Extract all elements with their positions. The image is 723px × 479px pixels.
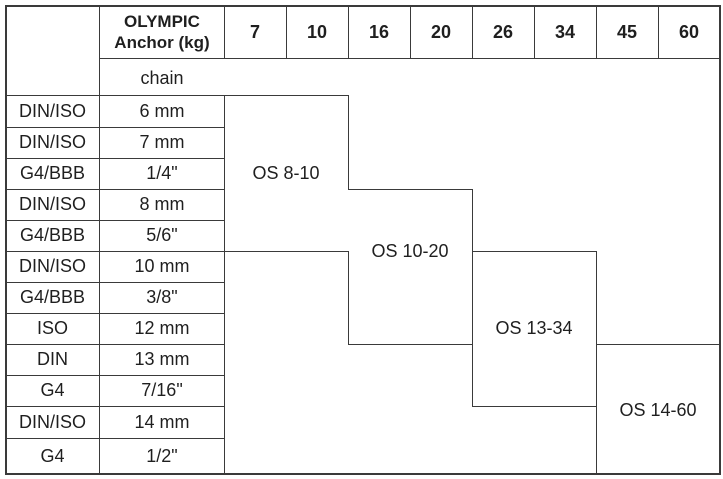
row-standard: DIN/ISO: [18, 411, 86, 432]
weight-header-45: 45: [616, 21, 638, 42]
col-divider: [410, 5, 411, 59]
model-label-os-10-20: OS 10-20: [371, 241, 449, 261]
row-divider: [5, 220, 224, 221]
chain-row-line: [5, 95, 348, 96]
row-divider: [5, 251, 224, 252]
weight-header-10: 10: [306, 21, 328, 42]
region-line: [596, 251, 597, 475]
row-size: 7/16": [141, 380, 183, 400]
row-size: 1/4": [146, 163, 178, 183]
row-divider: [5, 406, 224, 407]
region-line: [472, 251, 596, 252]
region-line: [472, 406, 596, 407]
row-divider: [5, 438, 224, 439]
region-line: [348, 251, 349, 344]
row-standard: DIN/ISO: [18, 132, 86, 152]
row-standard: G4: [40, 380, 65, 400]
row-standard: DIN/ISO: [18, 256, 86, 276]
region-line: [224, 95, 225, 475]
row-size: 12 mm: [134, 318, 190, 338]
model-label-os-14-60: OS 14-60: [619, 400, 697, 420]
row-size: 7 mm: [139, 132, 185, 152]
weight-header-26: 26: [492, 21, 514, 42]
row-standard: DIN: [37, 349, 68, 369]
row-divider: [5, 189, 224, 190]
weight-header-7: 7: [249, 21, 260, 42]
row-standard: ISO: [36, 318, 68, 338]
row-standard: DIN/ISO: [18, 194, 86, 214]
anchor-kg-label: Anchor (kg): [114, 33, 210, 52]
row-standard: G4: [40, 445, 65, 466]
row-divider: [5, 282, 224, 283]
model-label-os-13-34: OS 13-34: [495, 318, 573, 338]
frame-left-border: [5, 5, 7, 475]
weight-header-16: 16: [368, 21, 390, 42]
col-divider: [224, 5, 225, 59]
col-divider-label: [99, 5, 100, 475]
row-size: 1/2": [146, 445, 178, 466]
frame-bottom-border: [5, 473, 721, 475]
row-standard: DIN/ISO: [18, 101, 86, 121]
region-line: [348, 95, 349, 189]
region-line: [596, 344, 721, 345]
row-size: 13 mm: [134, 349, 190, 369]
row-standard: G4/BBB: [19, 287, 86, 307]
frame-right-border: [719, 5, 721, 475]
brand-label: OLYMPIC: [124, 12, 200, 31]
row-divider: [5, 375, 224, 376]
row-size: 3/8": [146, 287, 178, 307]
weight-header-60: 60: [678, 21, 700, 42]
chain-header: chain: [140, 67, 184, 88]
col-divider: [472, 5, 473, 59]
region-line: [348, 189, 472, 190]
row-size: 6 mm: [139, 101, 185, 121]
weight-header-20: 20: [430, 21, 452, 42]
col-divider: [534, 5, 535, 59]
weight-header-34: 34: [554, 21, 576, 42]
region-line: [472, 189, 473, 251]
row-size: 10 mm: [134, 256, 190, 276]
row-divider: [5, 313, 224, 314]
row-standard: G4/BBB: [19, 225, 86, 245]
row-size: 8 mm: [139, 194, 185, 214]
region-line: [224, 251, 348, 252]
anchor-header: OLYMPIC Anchor (kg): [100, 6, 224, 58]
row-standard: G4/BBB: [19, 163, 86, 183]
row-divider: [5, 344, 224, 345]
row-divider: [5, 158, 224, 159]
frame-top-border: [5, 5, 721, 7]
row-size: 14 mm: [134, 411, 190, 432]
region-line: [472, 251, 473, 406]
col-divider: [596, 5, 597, 59]
row-divider: [5, 127, 224, 128]
col-divider: [348, 5, 349, 59]
model-label-os-8-10: OS 8-10: [252, 163, 320, 183]
col-divider: [658, 5, 659, 59]
col-divider: [286, 5, 287, 59]
row-size: 5/6": [146, 225, 178, 245]
region-line: [348, 344, 472, 345]
